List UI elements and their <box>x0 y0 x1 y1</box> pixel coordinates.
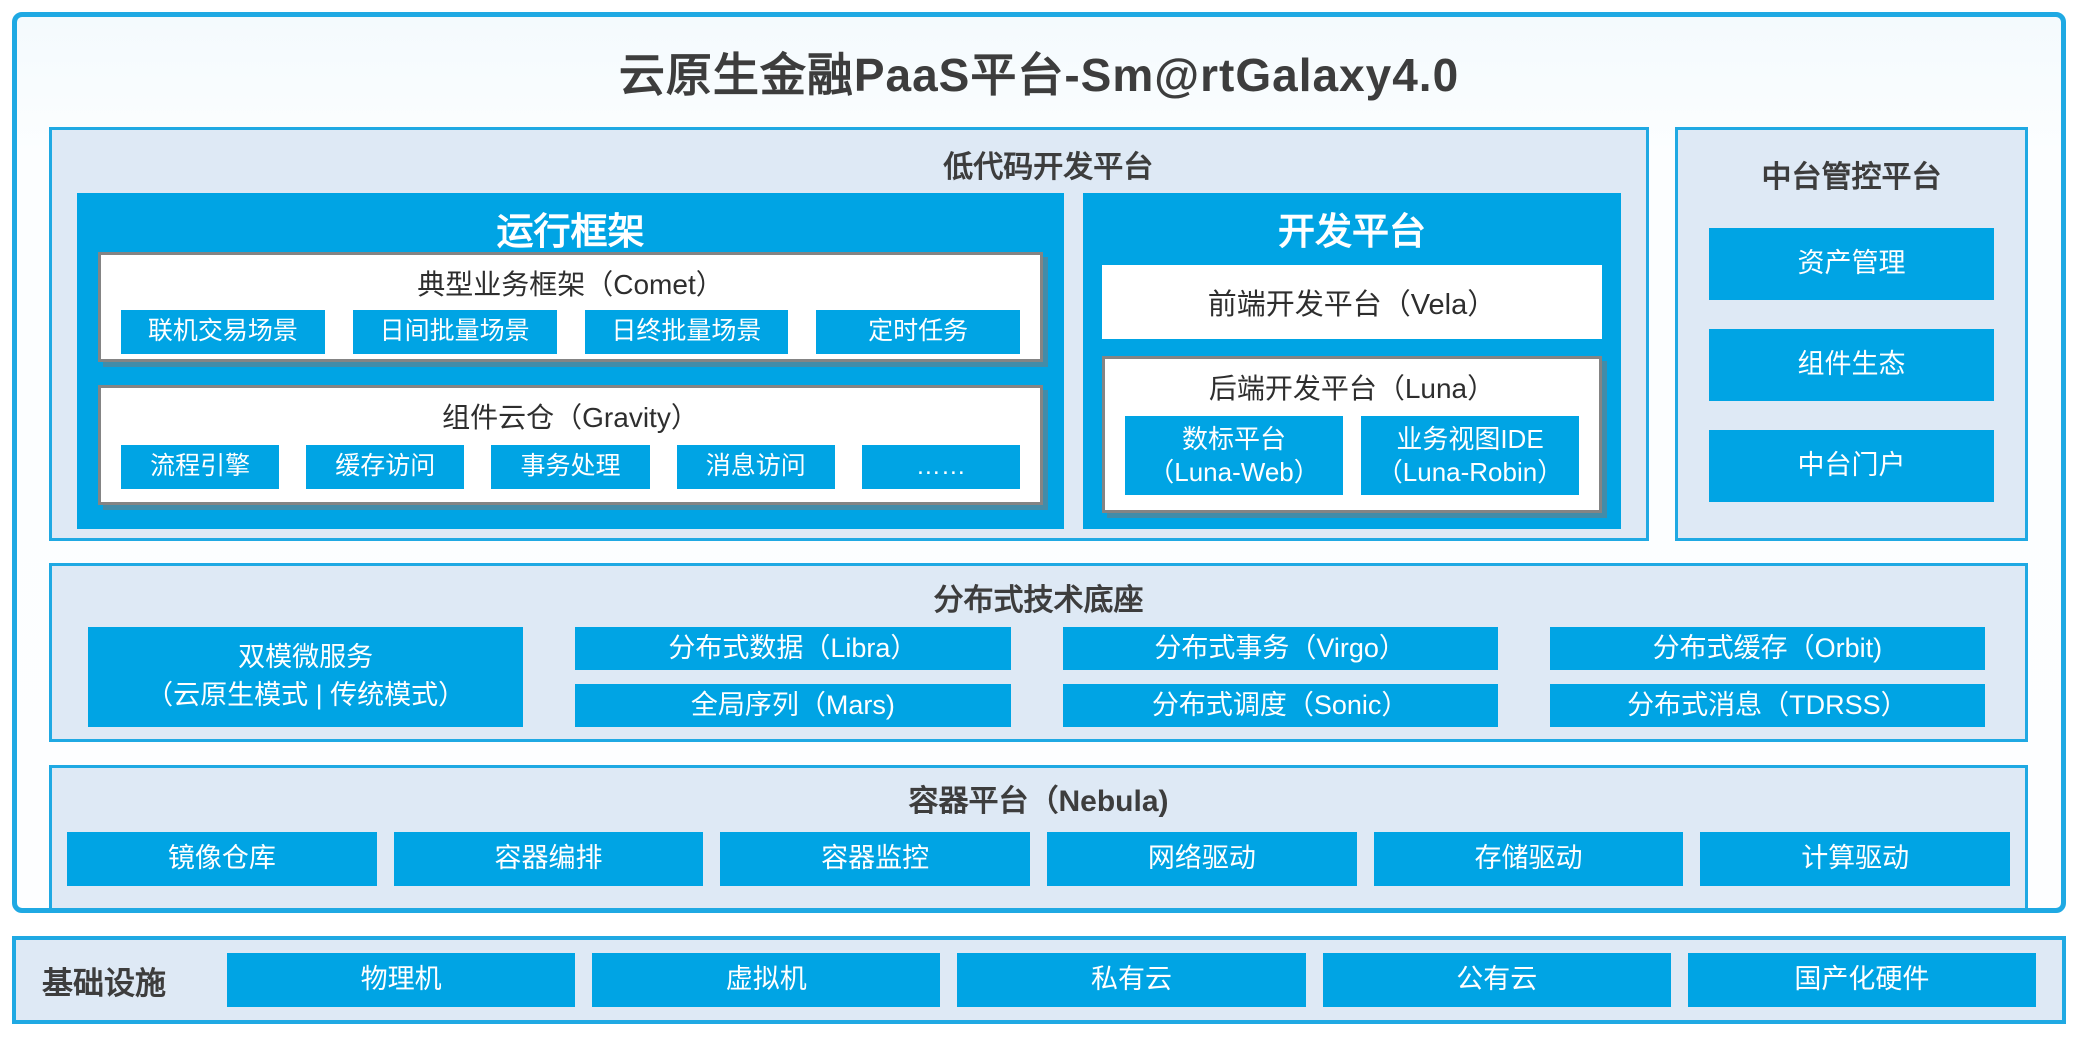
distributed-col-3: 分布式缓存（Orbit) 分布式消息（TDRSS） <box>1549 627 1985 727</box>
luna-backend-title: 后端开发平台（Luna） <box>1208 373 1496 404</box>
block-public-cloud: 公有云 <box>1322 953 1671 1007</box>
container-platform-panel: 容器平台（Nebula) 镜像仓库 容器编排 容器监控 网络驱动 存储驱动 计算… <box>49 765 2028 911</box>
dual-mode-line2: （云原生模式 | 传统模式） <box>146 680 466 710</box>
gravity-warehouse-title: 组件云仓（Gravity） <box>442 402 699 433</box>
luna-backend-box: 后端开发平台（Luna） 数标平台 （Luna-Web） 业务视图IDE （Lu… <box>1102 356 1602 513</box>
block-process-engine: 流程引擎 <box>121 445 280 489</box>
distributed-grid: 双模微服务 （云原生模式 | 传统模式） 分布式数据（Libra） 全局序列（M… <box>88 627 1985 727</box>
gravity-items-row: 流程引擎 缓存访问 事务处理 消息访问 …… <box>101 436 1040 489</box>
distributed-col-2: 分布式事务（Virgo） 分布式调度（Sonic） <box>1062 627 1498 727</box>
distributed-col-dualmode: 双模微服务 （云原生模式 | 传统模式） <box>88 627 524 727</box>
midplatform-control-header: 中台管控平台 <box>1761 161 1942 194</box>
block-cache-access: 缓存访问 <box>306 445 465 489</box>
comet-items-row: 联机交易场景 日间批量场景 日终批量场景 定时任务 <box>101 303 1040 354</box>
dual-mode-line1: 双模微服务 <box>238 642 374 673</box>
luna-web-line2: （Luna-Web） <box>1148 456 1320 487</box>
block-scheduled-task: 定时任务 <box>816 310 1020 354</box>
block-container-orchestration: 容器编排 <box>393 832 704 886</box>
block-transaction-processing: 事务处理 <box>491 445 650 489</box>
block-distributed-data-libra: 分布式数据（Libra） <box>575 627 1011 670</box>
top-row: 低代码开发平台 运行框架 典型业务框架（Comet） 联机交易场景 日间批量场景… <box>49 127 2028 541</box>
distributed-tech-base-panel: 分布式技术底座 双模微服务 （云原生模式 | 传统模式） 分布式数据（Libra… <box>49 563 2028 742</box>
block-distributed-scheduling-sonic: 分布式调度（Sonic） <box>1062 684 1498 727</box>
page-title: 云原生金融PaaS平台-Sm@rtGalaxy4.0 <box>618 49 1460 101</box>
block-private-cloud: 私有云 <box>957 953 1306 1007</box>
container-platform-items: 镜像仓库 容器编排 容器监控 网络驱动 存储驱动 计算驱动 <box>67 832 2011 886</box>
gravity-warehouse-box: 组件云仓（Gravity） 流程引擎 缓存访问 事务处理 消息访问 …… <box>98 385 1043 505</box>
comet-framework-title: 典型业务框架（Comet） <box>417 269 724 300</box>
block-global-sequence-mars: 全局序列（Mars) <box>575 684 1011 727</box>
block-component-ecosystem: 组件生态 <box>1709 329 1994 401</box>
block-asset-management: 资产管理 <box>1709 228 1994 300</box>
block-distributed-transaction-virgo: 分布式事务（Virgo） <box>1062 627 1498 670</box>
block-endofday-batch: 日终批量场景 <box>584 310 789 354</box>
container-platform-header: 容器平台（Nebula) <box>908 785 1169 818</box>
midplatform-items: 资产管理 组件生态 中台门户 <box>1709 228 1994 502</box>
luna-robin-line1: 业务视图IDE <box>1396 424 1544 454</box>
block-image-registry: 镜像仓库 <box>67 832 377 886</box>
block-distributed-message-tdrss: 分布式消息（TDRSS） <box>1549 684 1985 727</box>
block-dual-mode-microservice: 双模微服务 （云原生模式 | 传统模式） <box>88 627 524 727</box>
block-domestic-hardware: 国产化硬件 <box>1687 953 2037 1007</box>
block-online-transaction: 联机交易场景 <box>121 310 325 354</box>
runtime-framework-title: 运行框架 <box>496 211 645 252</box>
block-message-access: 消息访问 <box>676 445 835 489</box>
dev-platform-title: 开发平台 <box>1278 211 1426 252</box>
block-distributed-cache-orbit: 分布式缓存（Orbit) <box>1549 627 1985 670</box>
dev-platform-panel: 开发平台 前端开发平台（Vela） 后端开发平台（Luna） 数标平台 （Lun… <box>1083 193 1621 529</box>
platform-diagram-frame: 云原生金融PaaS平台-Sm@rtGalaxy4.0 低代码开发平台 运行框架 … <box>12 12 2066 913</box>
midplatform-control-panel: 中台管控平台 资产管理 组件生态 中台门户 <box>1675 127 2028 541</box>
vela-frontend-box: 前端开发平台（Vela） <box>1102 265 1602 339</box>
runtime-framework-panel: 运行框架 典型业务框架（Comet） 联机交易场景 日间批量场景 日终批量场景 … <box>77 193 1064 529</box>
block-midplatform-portal: 中台门户 <box>1709 430 1994 502</box>
block-ellipsis: …… <box>861 445 1021 489</box>
lowcode-platform-panel: 低代码开发平台 运行框架 典型业务框架（Comet） 联机交易场景 日间批量场景… <box>49 127 1649 541</box>
block-luna-robin: 业务视图IDE （Luna-Robin） <box>1361 416 1579 495</box>
block-storage-driver: 存储驱动 <box>1373 832 1684 886</box>
block-container-monitoring: 容器监控 <box>720 832 1031 886</box>
infrastructure-label: 基础设施 <box>42 965 166 1001</box>
luna-web-line1: 数标平台 <box>1181 424 1286 454</box>
luna-robin-line2: （Luna-Robin） <box>1376 456 1564 487</box>
block-physical-machine: 物理机 <box>227 953 576 1007</box>
comet-framework-box: 典型业务框架（Comet） 联机交易场景 日间批量场景 日终批量场景 定时任务 <box>98 252 1043 362</box>
distributed-tech-base-header: 分布式技术底座 <box>933 584 1144 617</box>
block-daytime-batch: 日间批量场景 <box>352 310 557 354</box>
luna-items-row: 数标平台 （Luna-Web） 业务视图IDE （Luna-Robin） <box>1105 407 1599 495</box>
block-virtual-machine: 虚拟机 <box>592 953 941 1007</box>
lowcode-platform-body: 运行框架 典型业务框架（Comet） 联机交易场景 日间批量场景 日终批量场景 … <box>77 193 1621 529</box>
lowcode-platform-header: 低代码开发平台 <box>943 151 1154 184</box>
infrastructure-panel: 基础设施 物理机 虚拟机 私有云 公有云 国产化硬件 <box>12 936 2066 1024</box>
block-compute-driver: 计算驱动 <box>1700 832 2011 886</box>
block-luna-web: 数标平台 （Luna-Web） <box>1125 416 1343 495</box>
block-network-driver: 网络驱动 <box>1047 832 1357 886</box>
distributed-col-1: 分布式数据（Libra） 全局序列（Mars) <box>575 627 1011 727</box>
